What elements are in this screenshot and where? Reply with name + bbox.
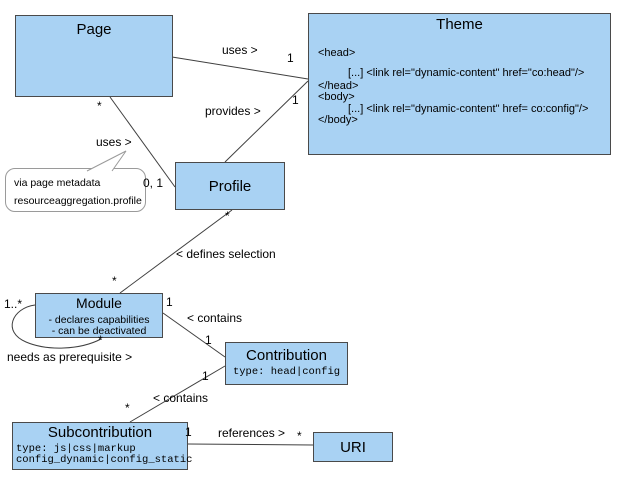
contribution-type-line: type: head|config xyxy=(232,366,341,378)
theme-code-line: </head> xyxy=(318,80,359,92)
class-box-uri: URI xyxy=(313,432,393,462)
mult-selfloop-target: * xyxy=(98,333,103,347)
label-contains-upper: < contains xyxy=(187,311,243,325)
subcontribution-type-line: config_dynamic|config_static xyxy=(16,454,193,466)
label-references: references > xyxy=(218,426,286,440)
subcontribution-class-title: Subcontribution xyxy=(47,424,153,441)
theme-code-line: [...] <link rel="dynamic-content" href="… xyxy=(348,67,585,79)
mult-provides-theme-end: 1 xyxy=(292,93,299,107)
theme-code-line: </body> xyxy=(318,114,358,126)
label-uses-theme: uses > xyxy=(222,43,258,57)
class-box-theme: Theme <head> [...] <link rel="dynamic-co… xyxy=(308,13,611,155)
theme-code-line: [...] <link rel="dynamic-content" href= … xyxy=(348,103,589,115)
theme-code-line: <body> xyxy=(318,91,355,103)
module-attribute: - declares capabilities xyxy=(48,314,150,326)
class-box-profile: Profile xyxy=(175,162,285,210)
mult-references-subcontribution-end: 1 xyxy=(185,425,192,439)
mult-references-uri-end: * xyxy=(297,429,302,443)
association-page-theme xyxy=(171,56,309,80)
mult-defines-profile-end: * xyxy=(225,209,230,223)
label-uses-profile: uses > xyxy=(96,135,132,149)
mult-selfloop-source: 1..* xyxy=(4,297,23,311)
class-box-subcontribution: Subcontribution type: js|css|markup conf… xyxy=(12,422,193,470)
label-contains-lower: < contains xyxy=(153,391,209,405)
mult-defines-module-end: * xyxy=(112,274,117,288)
note-line: resourceaggregation.profile xyxy=(14,195,142,207)
association-contribution-subcontribution xyxy=(129,365,226,423)
mult-uses-theme-end: 1 xyxy=(287,51,294,65)
mult-contains-contribution-upper-end: 1 xyxy=(205,333,212,347)
association-page-profile xyxy=(109,96,176,188)
profile-class-title: Profile xyxy=(208,177,252,195)
association-subcontribution-uri xyxy=(187,443,314,446)
theme-class-title: Theme xyxy=(436,16,483,33)
module-class-title: Module xyxy=(76,295,122,311)
class-box-page: Page xyxy=(15,15,173,97)
mult-contains-subcontribution-end: * xyxy=(125,401,130,415)
theme-code-line: <head> xyxy=(318,47,356,59)
association-module-selfloop xyxy=(11,304,102,349)
subcontribution-type-line: type: js|css|markup xyxy=(16,443,136,455)
page-class-title: Page xyxy=(76,21,112,38)
label-defines-selection: < defines selection xyxy=(176,247,276,261)
uri-class-title: URI xyxy=(340,438,366,456)
label-needs-prerequisite: needs as prerequisite > xyxy=(7,350,133,364)
module-attribute: - can be deactivated xyxy=(51,325,147,337)
class-box-module: Module - declares capabilities - can be … xyxy=(35,293,163,338)
mult-contains-module-end: 1 xyxy=(166,295,173,309)
mult-contains-contribution-lower-end: 1 xyxy=(202,369,209,383)
mult-uses-profile-end: 0, 1 xyxy=(143,176,164,190)
contribution-class-title: Contribution xyxy=(246,347,327,364)
association-profile-module xyxy=(119,209,233,294)
class-box-contribution: Contribution type: head|config xyxy=(225,342,348,385)
mult-uses-page-end: * xyxy=(97,99,102,113)
association-module-contribution xyxy=(162,312,226,358)
label-provides: provides > xyxy=(205,104,261,118)
association-profile-theme xyxy=(224,80,309,163)
note-bubble: via page metadata resourceaggregation.pr… xyxy=(5,168,146,212)
note-line: via page metadata xyxy=(14,177,101,189)
